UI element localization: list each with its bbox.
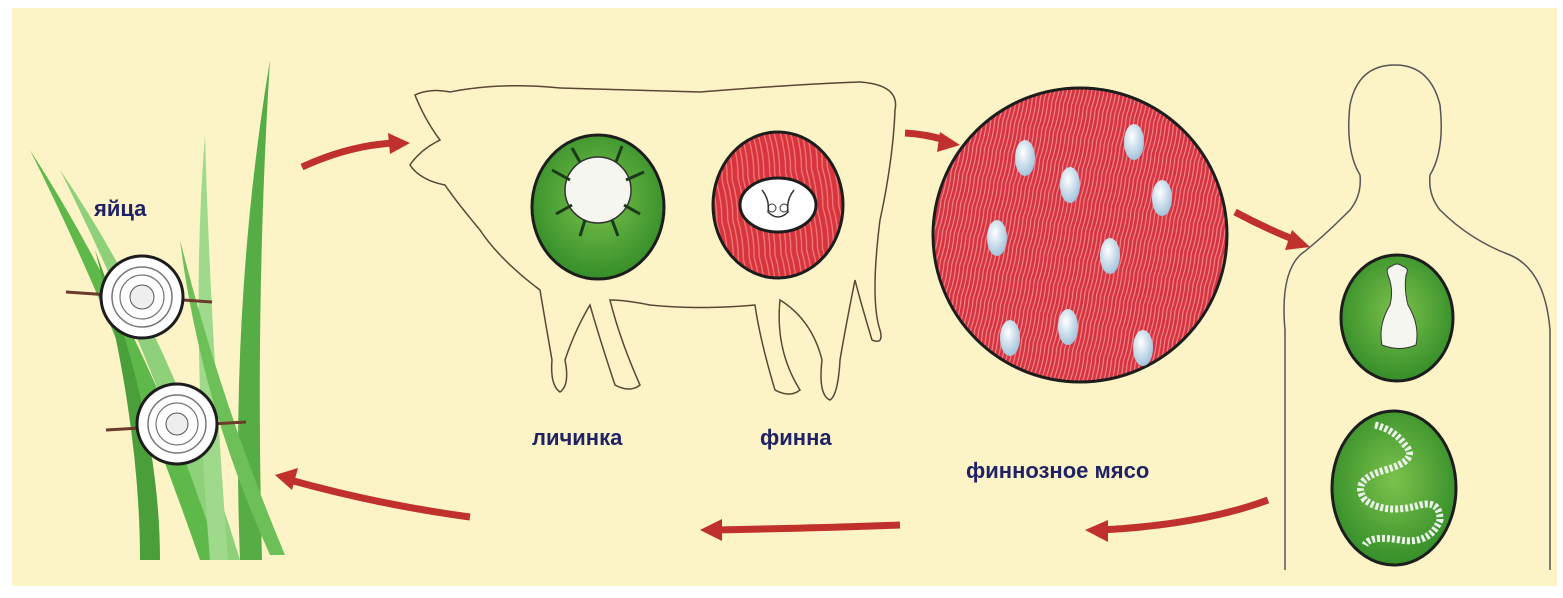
eggs-label: яйца [94,196,146,222]
finna-label: финна [760,425,832,451]
scolex-icon [1341,255,1453,381]
larva-label: личинка [532,425,622,451]
tapeworm-icon [1332,411,1456,565]
meat-label: финнозное мясо [966,458,1149,484]
larva-icon [532,135,664,279]
meat-icon [933,88,1227,382]
cyst-icon [713,132,843,278]
